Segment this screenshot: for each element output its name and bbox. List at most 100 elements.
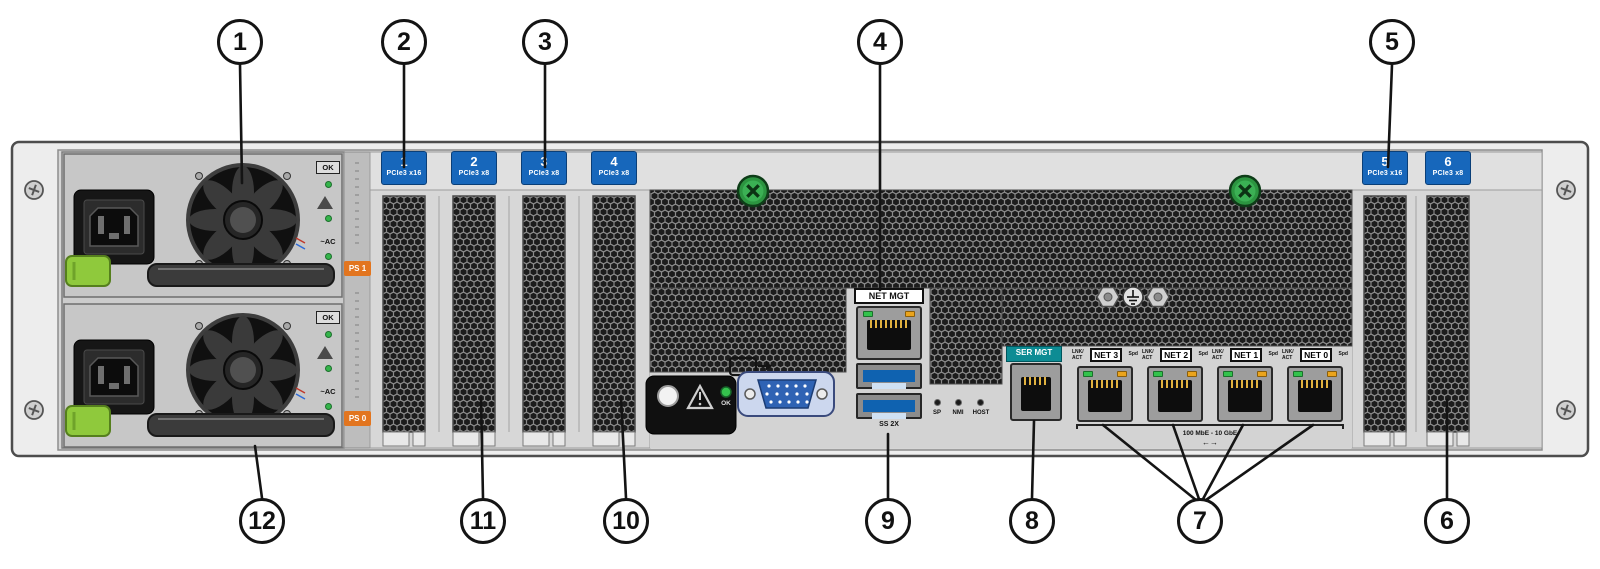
usb-tongue <box>872 413 906 419</box>
activity-led <box>1257 371 1267 377</box>
usb-port-bottom <box>856 393 922 419</box>
usb-slot <box>863 370 915 389</box>
net0-label-row: LNK/ACT NET 0 Spd <box>1282 348 1348 362</box>
net2-port <box>1147 366 1203 422</box>
rj45-pins <box>1161 380 1189 388</box>
net3-label: NET 3 <box>1090 348 1123 362</box>
pcie-slot-label-5: 5 PCIe3 x16 <box>1362 151 1408 185</box>
pcie-slot-type: PCIe3 x8 <box>458 170 490 177</box>
psu1-ac-label: ~AC <box>320 237 336 246</box>
net-mgt-port <box>856 306 922 360</box>
net1-label: NET 1 <box>1230 348 1263 362</box>
psu0-ok-led <box>325 331 332 338</box>
nmi-pinhole <box>955 399 962 406</box>
link-led <box>863 311 873 317</box>
psu1-fault-led <box>325 215 332 222</box>
net-speed-note: 100 MbE - 10 GbE <box>1182 430 1238 437</box>
pcie-slot-label-3: 3 PCIe3 x8 <box>521 151 567 185</box>
lnk-act-label: LNK/ACT <box>1072 349 1084 361</box>
pcie-slot-type: PCIe3 x8 <box>528 170 560 177</box>
rj45-pins <box>1231 380 1259 388</box>
usb-port-top <box>856 363 922 389</box>
net2-label-row: LNK/ACT NET 2 Spd <box>1142 348 1208 362</box>
pcie-slot-label-4: 4 PCIe3 x8 <box>591 151 637 185</box>
link-led <box>1083 371 1093 377</box>
status-ok-label: OK <box>721 400 731 407</box>
nmi-label: NMI <box>952 410 964 416</box>
lnk-act-label: LNK/ACT <box>1282 349 1294 361</box>
psu0-ac-label: ~AC <box>320 387 336 396</box>
rj45-pins <box>1024 377 1048 385</box>
psu0-fault-icon <box>317 346 333 359</box>
ok-led <box>720 386 732 398</box>
ser-mgt-port <box>1010 363 1062 421</box>
net-speed-bracket <box>1076 424 1344 429</box>
net0-label: NET 0 <box>1300 348 1333 362</box>
psu-bottom <box>62 302 344 449</box>
callout-7: 7 <box>1177 498 1223 544</box>
callout-6: 6 <box>1424 498 1470 544</box>
callout-1: 1 <box>217 19 263 65</box>
status-led-panel <box>645 375 737 435</box>
link-led <box>1293 371 1303 377</box>
net1-label-row: LNK/ACT NET 1 Spd <box>1212 348 1278 362</box>
pcie-slot-label-2: 2 PCIe3 x8 <box>451 151 497 185</box>
pcie-slot-num: 4 <box>610 154 618 169</box>
pcie-slot-num: 1 <box>400 154 408 169</box>
psu1-ok-label: OK <box>316 161 340 174</box>
locate-led <box>657 385 679 407</box>
psu-bay <box>61 151 371 449</box>
sp-label: SP <box>932 410 941 416</box>
host-label: HOST <box>972 410 990 416</box>
usb-slot <box>863 400 915 419</box>
pcie-slot-num: 6 <box>1444 154 1452 169</box>
spd-label: Spd <box>1268 351 1278 357</box>
rj45-pins <box>1301 380 1329 388</box>
activity-led <box>1327 371 1337 377</box>
vga-port <box>728 356 835 417</box>
psu0-ac-led <box>325 403 332 410</box>
pcie-slot-type: PCIe3 x16 <box>1367 170 1403 177</box>
ground-posts <box>1096 286 1170 308</box>
pcie-slot-label-6: 6 PCIe3 x8 <box>1425 151 1471 185</box>
usb-label: SS 2X <box>879 421 899 428</box>
pcie-slot-type: PCIe3 x8 <box>1432 170 1464 177</box>
activity-led <box>1187 371 1197 377</box>
sp-pinhole <box>934 399 941 406</box>
pcie-slot-num: 2 <box>470 154 478 169</box>
net2-label: NET 2 <box>1160 348 1193 362</box>
thumbscrew-left <box>736 174 770 208</box>
net-mgt-label: NET MGT <box>854 288 924 304</box>
vents <box>382 189 1470 447</box>
pcie-slot-type: PCIe3 x16 <box>386 170 422 177</box>
psu0-fault-led <box>325 365 332 372</box>
service-warning-icon <box>686 383 714 410</box>
activity-led <box>905 311 915 317</box>
ground-icon <box>1127 290 1139 305</box>
pcie-slot-type: PCIe3 x8 <box>598 170 630 177</box>
pcie-slot-num: 5 <box>1381 154 1389 169</box>
rj45-pins <box>1091 380 1119 388</box>
callout-10: 10 <box>603 498 649 544</box>
pcie-slot-label-1: 1 PCIe3 x16 <box>381 151 427 185</box>
net3-port <box>1077 366 1133 422</box>
usb-tongue <box>872 383 906 389</box>
spd-label: Spd <box>1338 351 1348 357</box>
activity-led <box>1117 371 1127 377</box>
psu-top <box>62 152 344 299</box>
net1-port <box>1217 366 1273 422</box>
callout-12: 12 <box>239 498 285 544</box>
net0-port <box>1287 366 1343 422</box>
rj45-pins <box>870 320 908 328</box>
psu1-ac-led <box>325 253 332 260</box>
callout-5: 5 <box>1369 19 1415 65</box>
link-led <box>1223 371 1233 377</box>
link-led <box>1153 371 1163 377</box>
spd-label: Spd <box>1198 351 1208 357</box>
callout-11: 11 <box>460 498 506 544</box>
ser-mgt-label: SER MGT <box>1006 346 1062 362</box>
host-pinhole <box>977 399 984 406</box>
lnk-act-label: LNK/ACT <box>1142 349 1154 361</box>
psu1-fault-icon <box>317 196 333 209</box>
